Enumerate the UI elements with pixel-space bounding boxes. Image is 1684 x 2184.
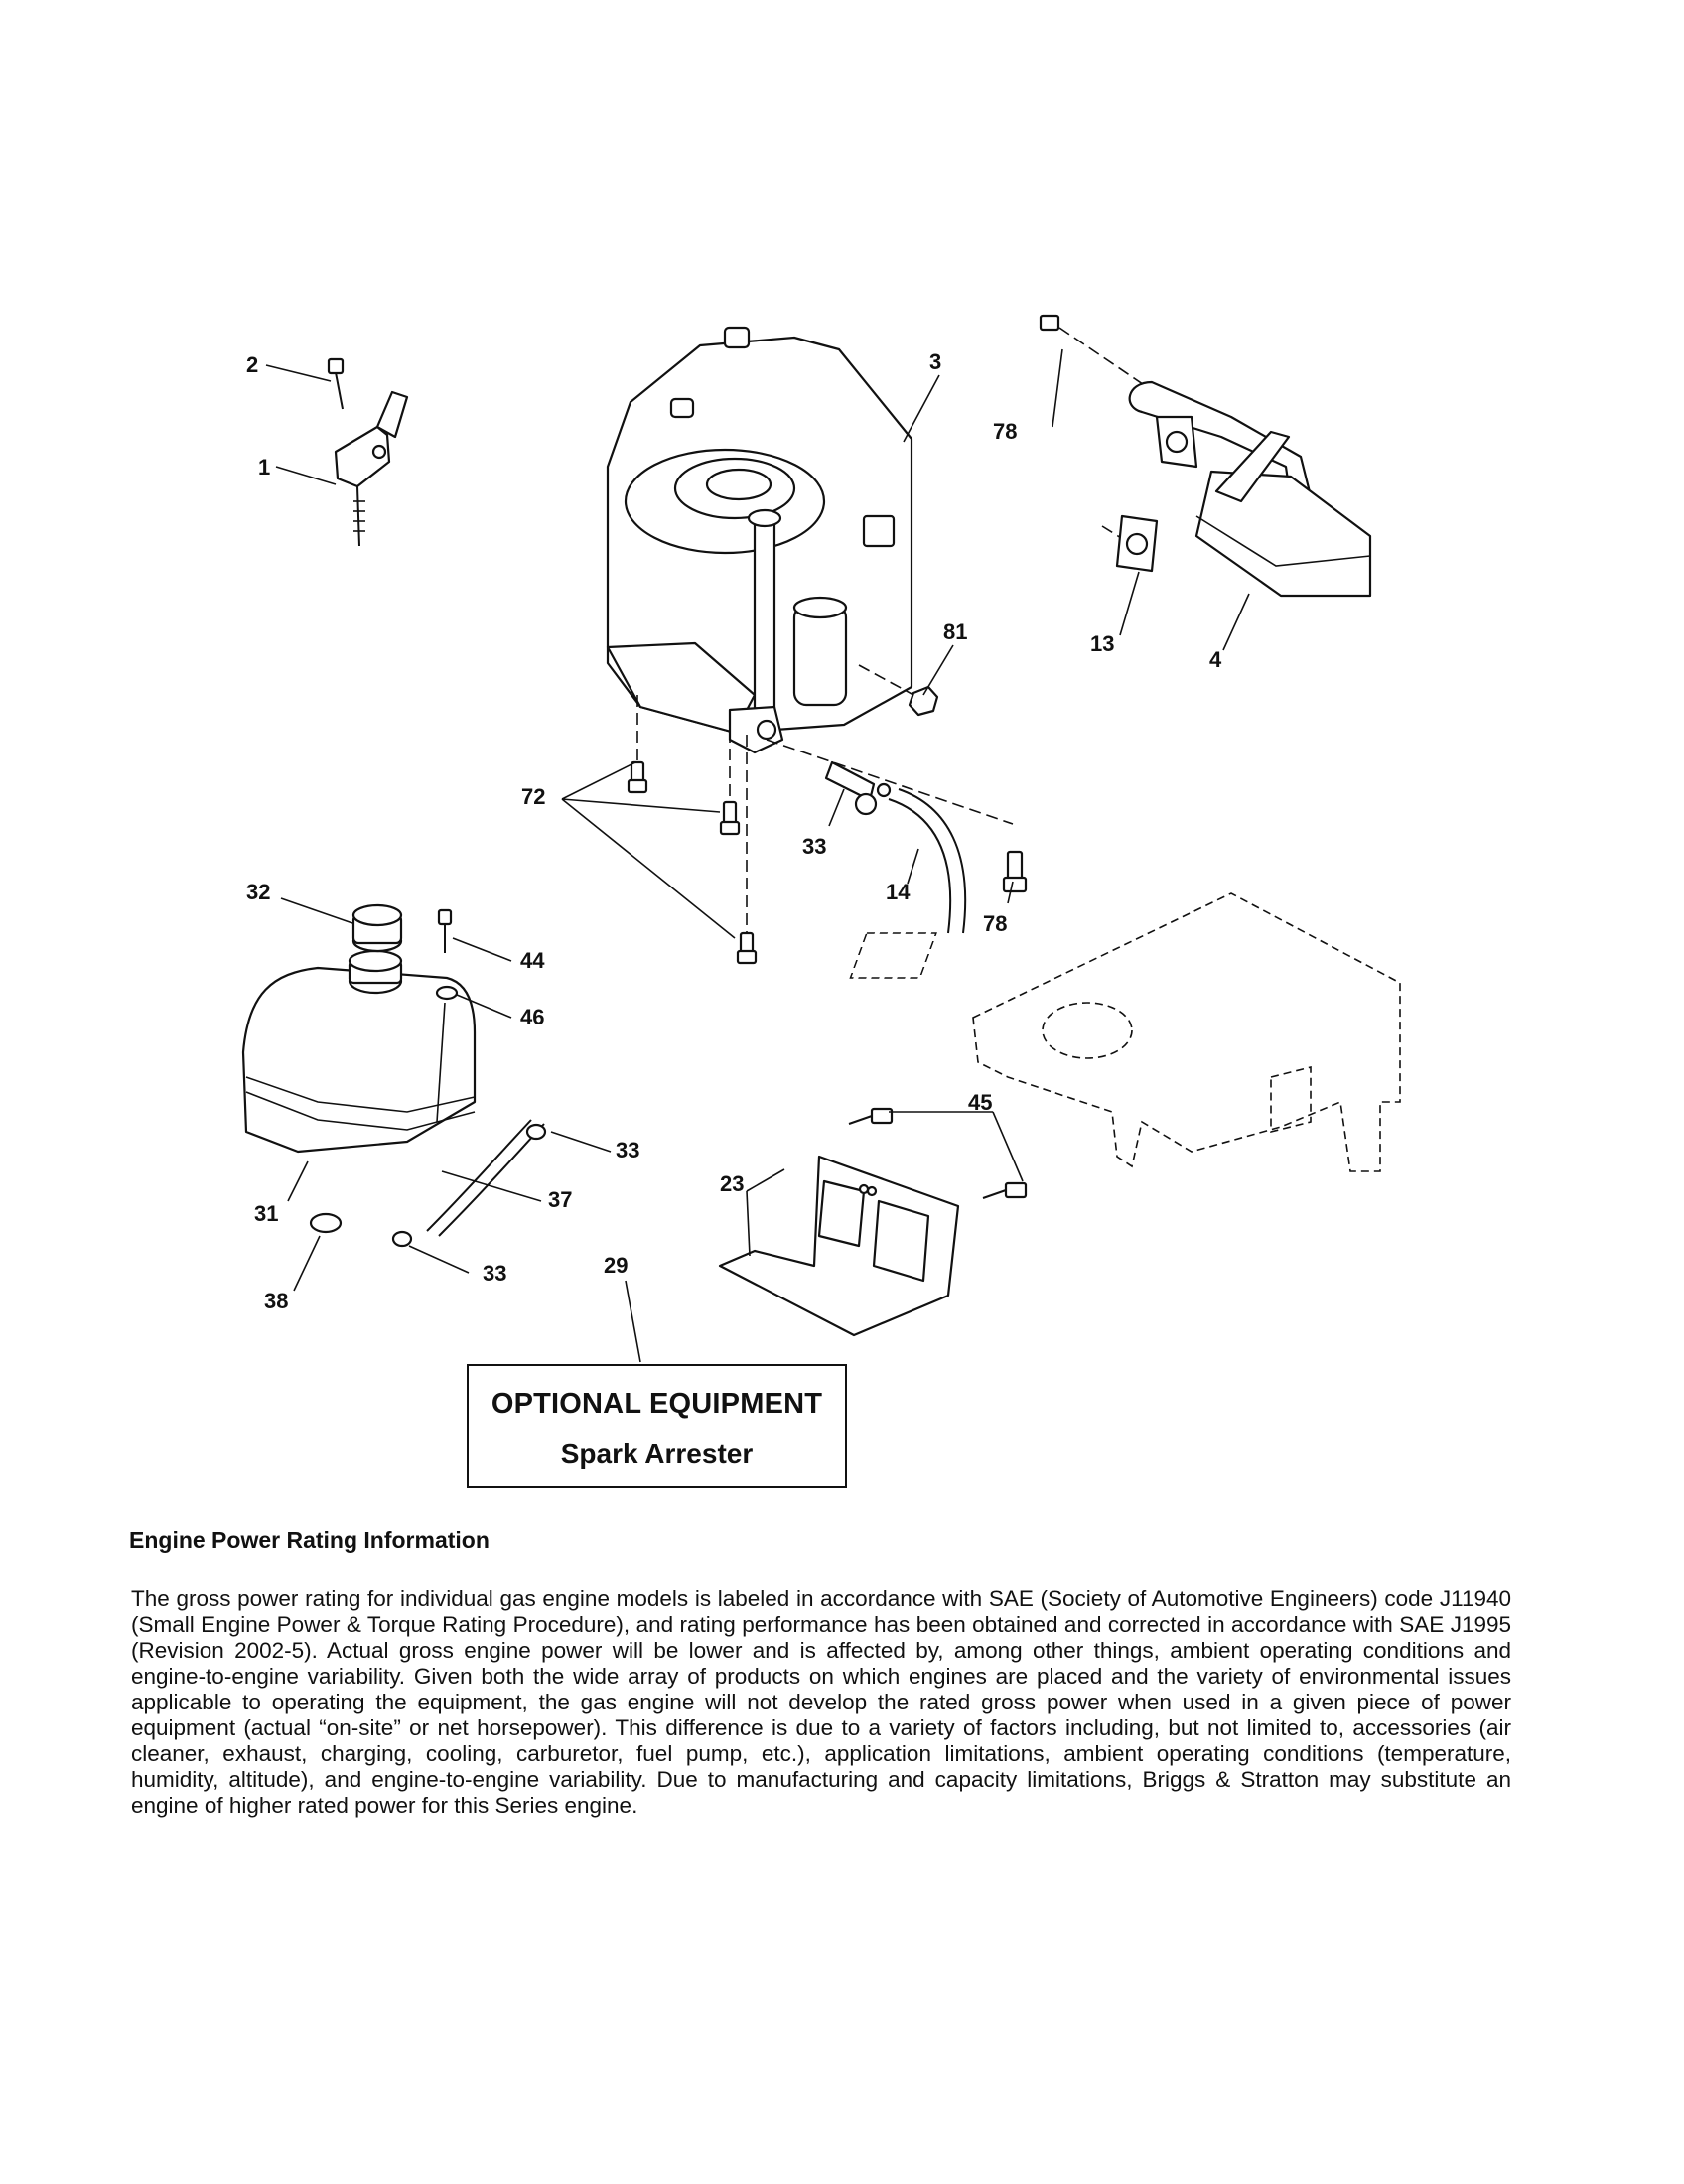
fuel-tank-part: [241, 903, 547, 1248]
parts-diagram: 2 1 3 78 13 4 81 72 33 14 78 32 44 46 33…: [241, 314, 1401, 1363]
engine-power-rating-heading: Engine Power Rating Information: [129, 1527, 490, 1553]
callout-31: 31: [254, 1201, 278, 1226]
callout-33-upper: 33: [616, 1138, 639, 1162]
leader-lines: [265, 348, 1250, 1363]
callout-78-left: 72: [521, 784, 545, 809]
bolt-parts-78: [627, 760, 1028, 965]
assembly-dash-lines: [636, 327, 1163, 933]
engine-part: [606, 326, 913, 754]
optional-equipment-box: OPTIONAL EQUIPMENT Spark Arrester: [467, 1364, 847, 1488]
callout-46: 46: [520, 1005, 544, 1029]
callout-78-right: 78: [983, 911, 1007, 936]
callout-72: 78: [993, 419, 1017, 444]
callout-29: 29: [604, 1253, 628, 1278]
fuel-valve-part: [824, 760, 967, 934]
callout-2: 2: [246, 352, 258, 377]
callout-14: 14: [886, 880, 911, 904]
engine-power-rating-text: The gross power rating for individual ga…: [131, 1586, 1511, 1818]
callout-45: 45: [968, 1090, 992, 1115]
nut-part: [908, 685, 939, 717]
callout-40: 38: [264, 1289, 288, 1313]
callout-1: 1: [258, 455, 270, 479]
callout-37: 37: [548, 1187, 572, 1212]
callout-81: 81: [943, 619, 967, 644]
throttle-control-part: [327, 357, 409, 547]
callout-44: 44: [520, 948, 545, 973]
callout-38: 33: [802, 834, 826, 859]
optional-equipment-item: Spark Arrester: [560, 1438, 754, 1469]
callout-23: 23: [720, 1171, 744, 1196]
callout-13: 13: [1090, 631, 1114, 656]
muffler-part: [1039, 314, 1372, 598]
callout-4: 4: [1209, 647, 1222, 672]
callout-33-lower: 33: [483, 1261, 506, 1286]
mower-frame-part: [849, 892, 1401, 1172]
callout-32: 32: [246, 880, 270, 904]
heat-shield-part: [718, 1107, 1028, 1337]
callout-3: 3: [929, 349, 941, 374]
optional-equipment-title: OPTIONAL EQUIPMENT: [491, 1388, 823, 1420]
